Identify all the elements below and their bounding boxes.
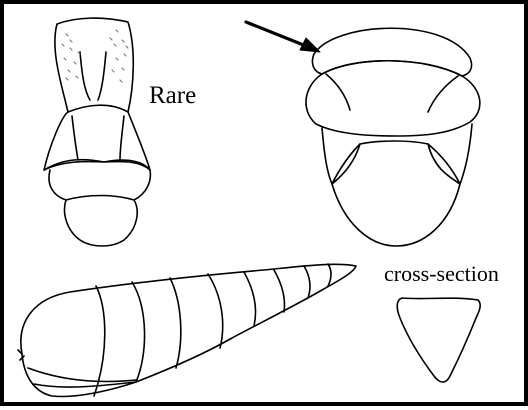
- anterior-upper-band: [68, 105, 128, 112]
- lateral-seg-4: [208, 274, 223, 348]
- cross-section-label: cross-section: [384, 263, 499, 285]
- lateral-seg-2: [132, 282, 145, 382]
- anterior-median-line: [80, 52, 90, 100]
- lateral-base-line-2: [28, 368, 136, 382]
- lateral-seg-7: [304, 266, 310, 298]
- arrow-icon: [246, 22, 320, 52]
- dorsal-cap: [312, 28, 471, 76]
- anterior-base-shape: [49, 170, 150, 246]
- cross-section-shape: [397, 298, 480, 382]
- lateral-seg-1: [94, 286, 105, 396]
- anterior-view-figure: [44, 18, 150, 246]
- lateral-view-figure: [18, 264, 356, 396]
- stippling-left: [62, 34, 80, 80]
- lateral-outline: [21, 264, 356, 396]
- anterior-outer-outline: [44, 18, 150, 170]
- cross-section-figure: [397, 298, 480, 382]
- lateral-seg-8: [328, 264, 331, 286]
- anterior-median-line-right: [98, 52, 106, 100]
- anterior-side-line-left: [72, 116, 78, 160]
- rare-label: Rare: [149, 83, 196, 108]
- anterior-base-divider: [66, 196, 134, 201]
- stippling-right: [110, 30, 128, 82]
- dorsal-inner-left: [326, 74, 350, 110]
- morphology-illustration: [4, 4, 528, 410]
- lateral-seg-3: [170, 278, 181, 368]
- lateral-seg-6: [274, 270, 285, 312]
- lateral-seg-5: [244, 272, 256, 326]
- dorsal-inner-right: [428, 76, 458, 112]
- dorsal-view-figure: [246, 22, 480, 246]
- anterior-side-line-right: [120, 116, 124, 160]
- dorsal-main-body: [306, 61, 480, 136]
